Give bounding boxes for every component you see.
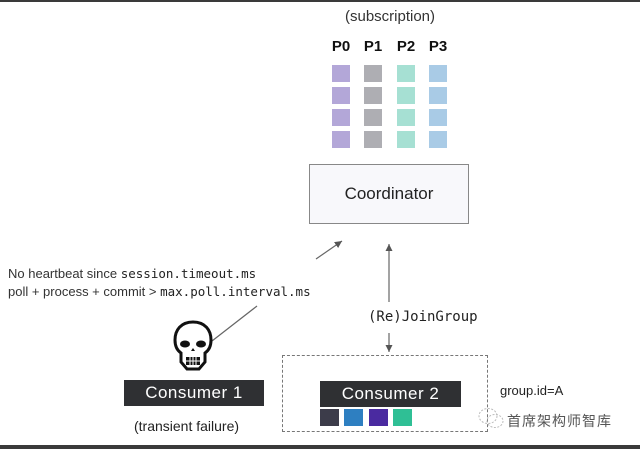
failure-note-heartbeat: No heartbeat since session.timeout.ms [8,266,256,281]
failure-note-poll: poll + process + commit > max.poll.inter… [8,284,311,299]
wechat-logo-icon [478,408,504,428]
partition-message-p0 [332,131,350,148]
partition-message-p2 [397,87,415,104]
assigned-partition-1 [344,409,363,426]
partition-message-p3 [429,131,447,148]
coordinator-label: Coordinator [344,184,434,203]
watermark-text: 首席架构师智库 [507,413,612,429]
line-skull-to-notes [211,305,258,342]
partition-message-p3 [429,65,447,82]
consumer-1-box: Consumer 1 [124,380,264,406]
group-id-label: group.id=A [500,383,564,398]
consumer-1-label: Consumer 1 [145,383,243,402]
partition-message-p0 [332,87,350,104]
partition-message-p1 [364,87,382,104]
note-text: No heartbeat since [8,266,121,281]
consumer-1-status: (transient failure) [134,418,240,434]
arrow-failure-to-coordinator [315,240,343,260]
subscription-label: (subscription) [344,8,436,25]
note-code: max.poll.interval.ms [160,284,311,299]
assigned-partition-2 [369,409,388,426]
partition-message-p0 [332,65,350,82]
skull-icon [173,320,213,371]
partition-message-p2 [397,131,415,148]
rejoin-group-label: (Re)JoinGroup [368,309,478,325]
partition-label-p0: P0 [331,38,351,55]
partition-message-p3 [429,109,447,126]
partition-message-p1 [364,65,382,82]
partition-message-p3 [429,87,447,104]
assigned-partition-3 [393,409,412,426]
coordinator-box: Coordinator [309,164,469,224]
assigned-partition-0 [320,409,339,426]
partition-message-p2 [397,109,415,126]
partition-message-p1 [364,131,382,148]
partition-message-p1 [364,109,382,126]
note-code: session.timeout.ms [120,266,257,281]
partition-label-p3: P3 [428,38,448,55]
partition-message-p0 [332,109,350,126]
partition-label-p2: P2 [396,38,416,55]
note-text: poll + process + commit > [8,284,161,299]
bottom-border [0,445,640,449]
partition-message-p2 [397,65,415,82]
top-border [0,0,640,2]
consumer-2-box: Consumer 2 [320,381,461,407]
consumer-2-label: Consumer 2 [341,384,440,403]
partition-label-p1: P1 [363,38,383,55]
consumer-group-box [282,355,488,432]
